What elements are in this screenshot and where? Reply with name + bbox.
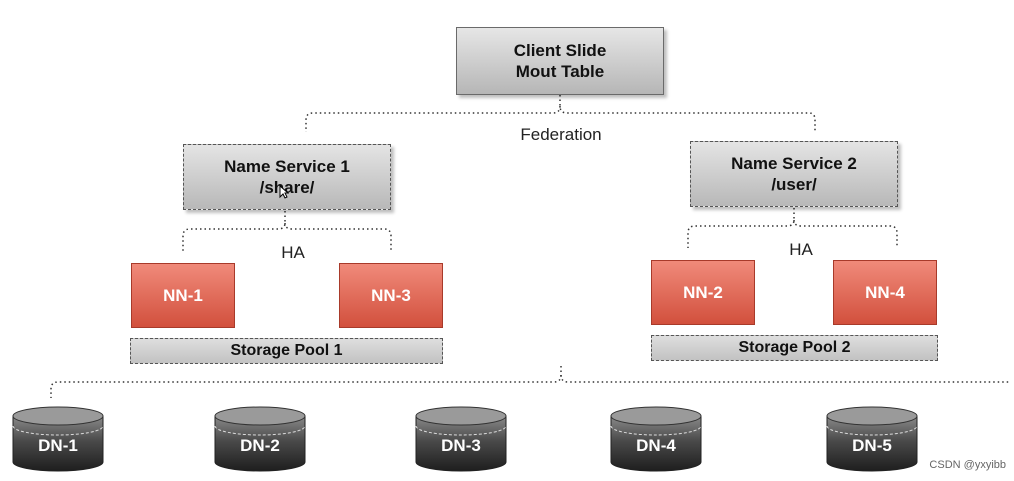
client-mount-table-box: Client Slide Mout Table xyxy=(456,27,664,95)
name-service-1-box: Name Service 1 /share/ xyxy=(183,144,391,210)
namenode-nn-3: NN-3 xyxy=(339,263,443,328)
root-line2: Mout Table xyxy=(515,62,605,81)
database-cylinder-icon xyxy=(415,406,507,472)
federation-connector xyxy=(559,95,816,132)
datanode-dn-3: DN-3 xyxy=(415,406,507,472)
mouse-cursor-icon xyxy=(279,185,289,199)
database-cylinder-icon xyxy=(214,406,306,472)
datanode-label: DN-5 xyxy=(852,436,892,455)
name-service-2-path: /user/ xyxy=(771,175,817,194)
namenode-nn-4: NN-4 xyxy=(833,260,937,325)
datanode-dn-5: DN-5 xyxy=(826,406,918,472)
datanode-dn-2: DN-2 xyxy=(214,406,306,472)
watermark: CSDN @yxyibb xyxy=(929,459,1006,471)
root-line1: Client Slide xyxy=(513,41,607,60)
name-service-2-box: Name Service 2 /user/ xyxy=(690,141,898,207)
ha-connector-1 xyxy=(182,211,286,251)
database-cylinder-icon xyxy=(826,406,918,472)
datanode-label: DN-3 xyxy=(441,436,481,455)
ha-connector-2 xyxy=(687,208,795,248)
datanode-label: DN-2 xyxy=(240,436,280,455)
database-cylinder-icon xyxy=(12,406,104,472)
datanode-dn-4: DN-4 xyxy=(610,406,702,472)
database-cylinder-icon xyxy=(610,406,702,472)
datanode-label: DN-4 xyxy=(636,436,676,455)
name-service-1-path: /share/ xyxy=(259,178,315,197)
storage-pool-2: Storage Pool 2 xyxy=(651,335,938,361)
datanode-dn-1: DN-1 xyxy=(12,406,104,472)
namenode-nn-2: NN-2 xyxy=(651,260,755,325)
storage-pool-1: Storage Pool 1 xyxy=(130,338,443,364)
datanode-label: DN-1 xyxy=(38,436,78,455)
federation-label: Federation xyxy=(520,125,602,144)
ha-label-1: HA xyxy=(281,243,305,262)
datanode-bus xyxy=(50,366,562,398)
ha-label-2: HA xyxy=(789,240,813,259)
name-service-2-title: Name Service 2 xyxy=(731,154,857,173)
name-service-1-title: Name Service 1 xyxy=(224,157,350,176)
namenode-nn-1: NN-1 xyxy=(131,263,235,328)
